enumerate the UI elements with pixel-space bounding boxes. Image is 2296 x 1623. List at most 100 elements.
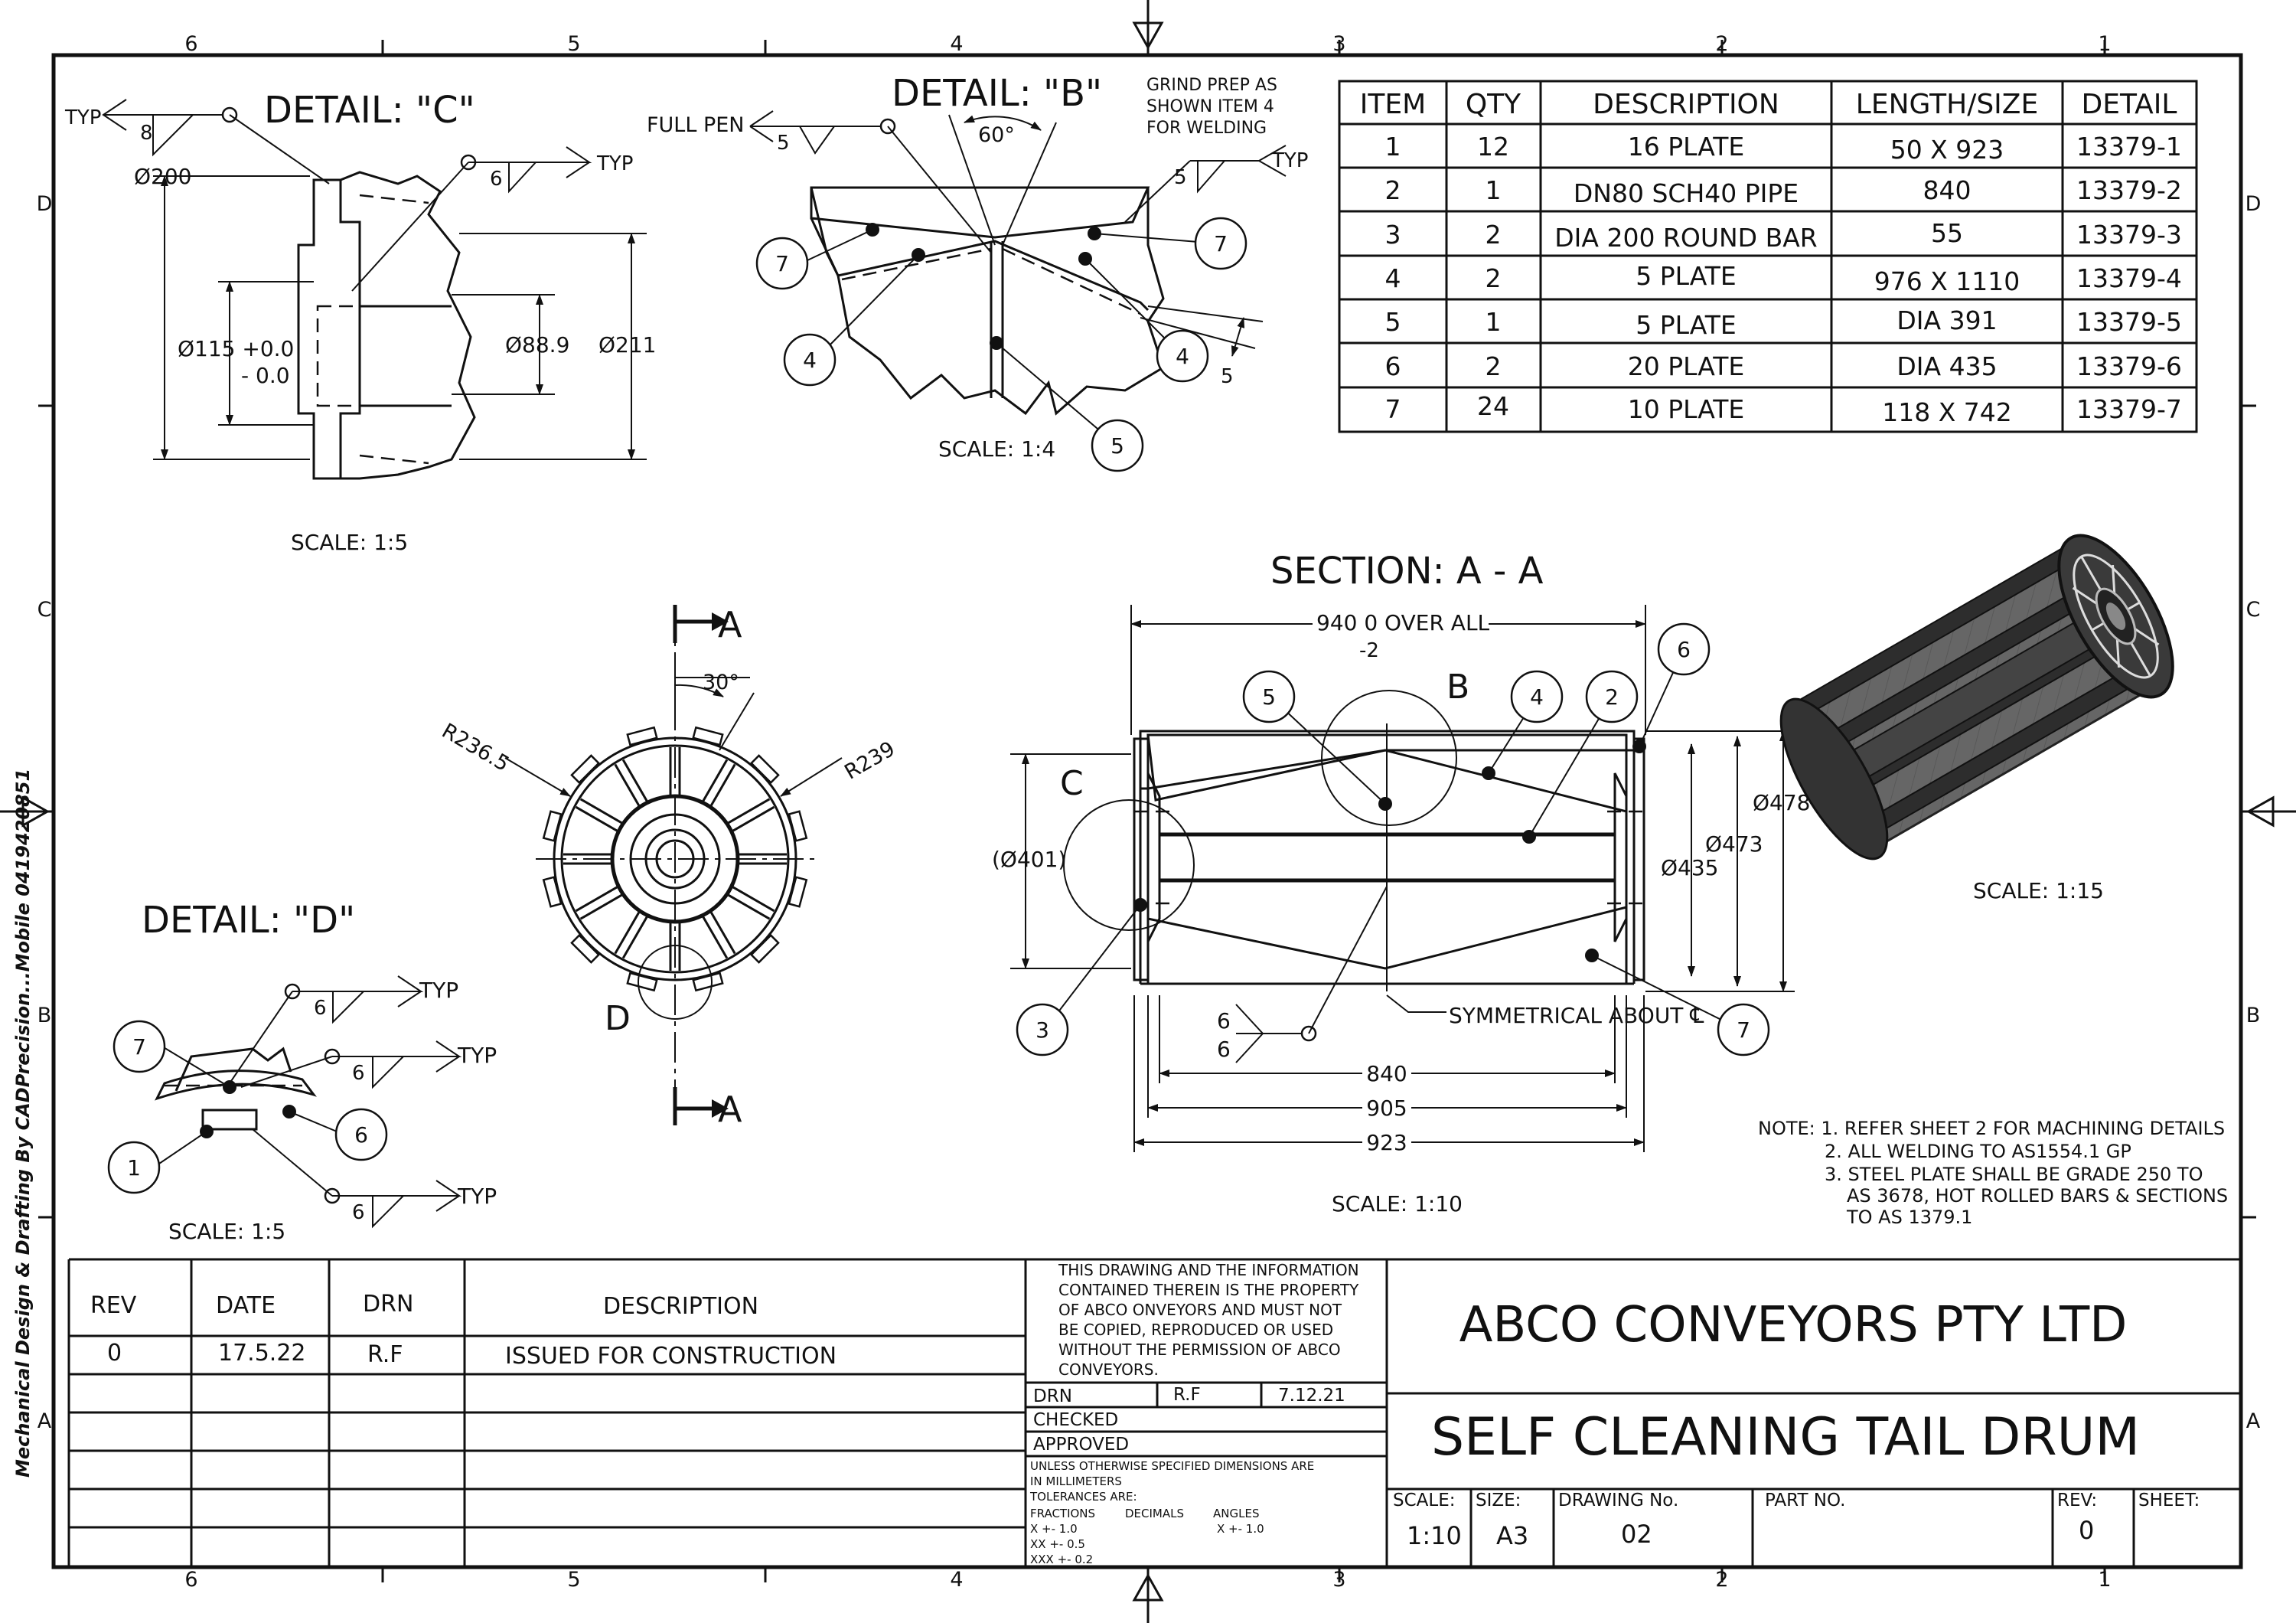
svg-text:2: 2 <box>1486 220 1502 250</box>
detail-c-scale: SCALE: 1:5 <box>291 530 408 555</box>
svg-text:6: 6 <box>1385 351 1401 381</box>
section-a-a-title: SECTION: A - A <box>1270 550 1544 593</box>
section-marker-a-top: A <box>718 604 742 645</box>
section-symmetrical-note: SYMMETRICAL ABOUT ℄ <box>1449 1003 1704 1028</box>
detail-c-callout: C <box>1060 764 1084 803</box>
detail-b-weld-typ <box>1124 145 1287 223</box>
end-view-rib <box>709 911 736 955</box>
detail-c-dia-200: Ø200 <box>134 164 191 189</box>
side-credit-text: Mechanical Design & Drafting By CADPreci… <box>12 769 34 1478</box>
svg-text:ISSUED FOR CONSTRUCTION: ISSUED FOR CONSTRUCTION <box>505 1343 837 1370</box>
end-view-rib <box>727 798 771 825</box>
detail-c-weld-symbol-left <box>102 99 330 185</box>
svg-text:TOLERANCES ARE:: TOLERANCES ARE: <box>1029 1490 1137 1504</box>
svg-text:ANGLES: ANGLES <box>1213 1507 1259 1520</box>
svg-text:DN80 SCH40 PIPE: DN80 SCH40 PIPE <box>1574 178 1799 208</box>
detail-b-weld-full-pen <box>749 110 992 253</box>
end-view-rib <box>621 916 648 959</box>
section-dim-923: 923 <box>1366 1130 1407 1155</box>
end-view-rib <box>579 798 623 825</box>
section-weld-symbol <box>1235 886 1388 1063</box>
end-view-rib <box>614 911 641 955</box>
detail-c-dia-115-tol: - 0.0 <box>241 363 290 388</box>
svg-text:7: 7 <box>1214 231 1228 256</box>
zone-top-4: 4 <box>950 32 963 56</box>
zone-right-B: B <box>2246 1004 2261 1027</box>
zone-left-A: A <box>38 1409 52 1433</box>
svg-text:4: 4 <box>1176 344 1189 369</box>
section-dia-435: Ø435 <box>1661 855 1718 880</box>
note-5: TO AS 1379.1 <box>1846 1207 1972 1228</box>
note-1: NOTE: 1. REFER SHEET 2 FOR MACHINING DET… <box>1758 1118 2225 1139</box>
svg-text:20 PLATE: 20 PLATE <box>1628 351 1745 381</box>
detail-b-view: DETAIL: "B" GRIND PREP AS SHOWN ITEM 4 F… <box>647 72 1308 472</box>
zone-top-1: 1 <box>2098 32 2111 56</box>
section-dim-840: 840 <box>1366 1061 1407 1086</box>
svg-text:118 X 742: 118 X 742 <box>1882 397 2012 427</box>
zone-right-A: A <box>2246 1409 2261 1433</box>
company-name: ABCO CONVEYORS PTY LTD <box>1459 1297 2128 1354</box>
svg-text:X +- 1.0: X +- 1.0 <box>1030 1522 1078 1536</box>
approvals-drn-date: 7.12.21 <box>1278 1386 1345 1406</box>
revision-table: REV DATE DRN DESCRIPTION 0 17.5.22 R.F I… <box>67 1258 2241 1567</box>
end-view-rib <box>732 886 775 913</box>
detail-b-note-line3: FOR WELDING <box>1146 119 1267 138</box>
detail-d-typ-1: TYP <box>419 978 458 1003</box>
end-view-lug <box>570 754 601 785</box>
detail-c-title: DETAIL: "C" <box>264 89 475 132</box>
svg-text:50 X 923: 50 X 923 <box>1890 135 2004 165</box>
end-view-angle-30: 30° <box>703 671 739 694</box>
svg-text:7: 7 <box>132 1034 146 1060</box>
svg-text:DIA 391: DIA 391 <box>1896 305 1997 335</box>
general-notes: NOTE: 1. REFER SHEET 2 FOR MACHINING DET… <box>1758 1118 2228 1228</box>
section-balloon-6: 6 <box>1657 622 1711 676</box>
zone-top-3: 3 <box>1332 32 1345 56</box>
parts-header-description: DESCRIPTION <box>1593 89 1779 120</box>
end-view-lug <box>626 726 658 746</box>
parts-header-item: ITEM <box>1360 89 1426 120</box>
end-view-rib <box>709 763 736 807</box>
rev-header-drn: DRN <box>363 1291 413 1318</box>
approvals-drn-by: R.F <box>1173 1385 1201 1405</box>
end-view: A A 30° R236.5 R239 D <box>438 604 899 1130</box>
zone-bottom-6: 6 <box>184 1568 197 1592</box>
detail-d-typ-2: TYP <box>457 1043 497 1068</box>
svg-text:X +- 1.0: X +- 1.0 <box>1217 1522 1264 1536</box>
detail-d-weld-3 <box>252 1128 462 1229</box>
detail-c-weld-size-right: 6 <box>490 168 503 191</box>
detail-d-typ-3: TYP <box>457 1184 497 1209</box>
zone-bottom-1: 1 <box>2098 1568 2111 1592</box>
detail-d-title: DETAIL: "D" <box>142 899 355 942</box>
isometric-view: SCALE: 1:15 <box>1779 534 2174 903</box>
detail-c-view: DETAIL: "C" Ø200 Ø115 +0.0 - 0.0 Ø88.9 Ø… <box>64 89 656 555</box>
end-view-rib <box>579 893 623 920</box>
svg-text:17.5.22: 17.5.22 <box>218 1340 306 1367</box>
section-marker-a-bottom: A <box>718 1089 742 1130</box>
rev-header-rev: REV <box>90 1292 137 1319</box>
svg-text:DECIMALS: DECIMALS <box>1125 1507 1184 1520</box>
zone-bottom-2: 2 <box>1715 1568 1728 1592</box>
detail-d-weld-size-1: 6 <box>314 997 327 1020</box>
end-view-rib <box>614 763 641 807</box>
rev-header-description: DESCRIPTION <box>603 1293 758 1320</box>
end-view-rib <box>702 916 729 959</box>
end-view-lug <box>542 876 563 908</box>
detail-c-dia-211: Ø211 <box>598 332 656 358</box>
svg-text:4: 4 <box>803 348 817 373</box>
svg-text:10 PLATE: 10 PLATE <box>1628 394 1745 424</box>
svg-text:6: 6 <box>1677 637 1691 662</box>
end-view-rib <box>702 759 729 802</box>
zone-left-C: C <box>38 598 52 622</box>
svg-text:BE COPIED, REPRODUCED OR USED: BE COPIED, REPRODUCED OR USED <box>1058 1321 1333 1339</box>
detail-b-balloon-7a: 7 <box>755 237 809 290</box>
svg-text:5: 5 <box>1110 433 1124 459</box>
tb-sheet-label: SHEET: <box>2138 1491 2200 1510</box>
svg-text:THIS DRAWING AND THE INFORMATI: THIS DRAWING AND THE INFORMATION <box>1058 1261 1359 1279</box>
parts-header-length-size: LENGTH/SIZE <box>1856 89 2038 120</box>
detail-d-weld-size-2: 6 <box>352 1062 365 1085</box>
svg-text:XXX +- 0.2: XXX +- 0.2 <box>1030 1553 1093 1566</box>
svg-text:CONTAINED THEREIN IS THE PROPE: CONTAINED THEREIN IS THE PROPERTY <box>1058 1281 1359 1299</box>
note-2: 2. ALL WELDING TO AS1554.1 GP <box>1825 1141 2131 1162</box>
